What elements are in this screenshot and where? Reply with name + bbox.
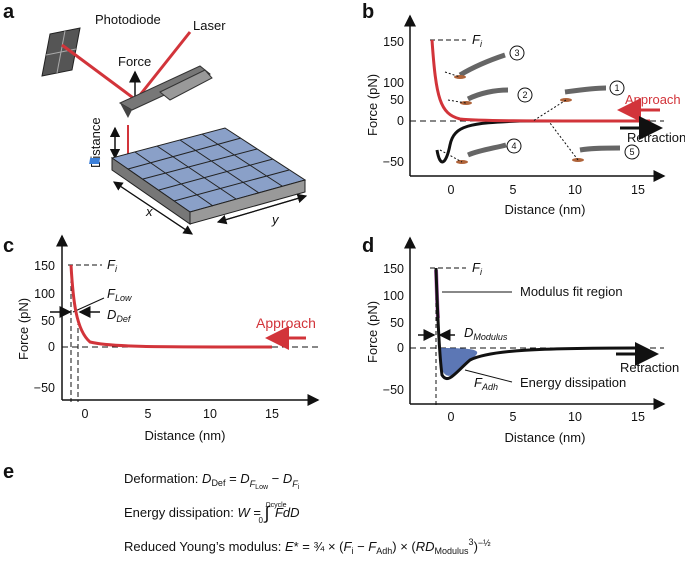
sample-grid xyxy=(89,127,307,225)
laser-beam-in xyxy=(134,31,192,101)
d-fi-label: Fi xyxy=(472,260,483,277)
c-xlabel: Distance (nm) xyxy=(145,428,226,443)
d-ytick: 50 xyxy=(390,316,404,330)
c-ytick-labels: 150 100 50 0 −50 xyxy=(34,259,55,395)
d-ytick: 150 xyxy=(383,262,404,276)
y-arrow-back xyxy=(216,195,307,225)
b-ytick-labels: 150 100 50 0 −50 xyxy=(383,35,404,169)
c-ytick: 50 xyxy=(41,314,55,328)
deformation-equation: Deformation: DDef = DFLow − DFi xyxy=(124,471,300,491)
d-dissipation-area xyxy=(436,300,478,376)
d-modulus-label: Modulus fit region xyxy=(520,284,623,299)
c-approach-label: Approach xyxy=(256,315,316,331)
b-retraction-curve xyxy=(435,119,650,164)
b-ytick: −50 xyxy=(383,155,404,169)
c-ddef-label: DDef xyxy=(107,307,132,324)
c-ytick: −50 xyxy=(34,381,55,395)
b-marker: 1 xyxy=(614,83,619,93)
d-ytick-labels: 150 100 50 0 −50 xyxy=(383,262,404,397)
c-fi-label: Fi xyxy=(107,257,118,274)
panel-d: d 150 100 50 0 −50 0 5 10 15 Force (pN) … xyxy=(362,235,679,445)
panel-c-letter: c xyxy=(3,235,14,257)
d-xtick-labels: 0 5 10 15 xyxy=(448,410,645,424)
c-flow-label: FLow xyxy=(107,286,132,303)
c-ytick: 0 xyxy=(48,340,55,354)
b-xtick-labels: 0 5 10 15 xyxy=(448,183,645,197)
c-approach-curve xyxy=(69,264,273,349)
c-xtick: 0 xyxy=(82,407,89,421)
panel-b: b 150 100 50 0 −50 0 5 10 15 Force (pN) … xyxy=(362,1,685,217)
panel-d-letter: d xyxy=(362,235,374,257)
c-xtick: 10 xyxy=(203,407,217,421)
c-ylabel: Force (pN) xyxy=(16,298,31,360)
d-energy-label: Energy dissipation xyxy=(520,375,626,390)
c-ytick: 100 xyxy=(34,287,55,301)
b-leaders xyxy=(439,71,579,163)
modulus-equation: Reduced Young’s modulus: E* = ¾ × (Fi − … xyxy=(124,537,491,556)
d-fadh-label: FAdh xyxy=(474,375,498,392)
b-marker: 5 xyxy=(629,147,634,157)
panel-a-letter: a xyxy=(3,1,15,23)
b-ytick: 0 xyxy=(397,114,404,128)
x-arrow-back xyxy=(113,181,193,235)
d-xtick: 0 xyxy=(448,410,455,424)
d-ytick: 100 xyxy=(383,289,404,303)
b-xtick: 5 xyxy=(510,183,517,197)
c-ytick: 150 xyxy=(34,259,55,273)
d-xtick: 15 xyxy=(631,410,645,424)
d-ytick: −50 xyxy=(383,383,404,397)
b-retraction-label: Retraction xyxy=(627,130,685,145)
y-axis-label: y xyxy=(271,212,280,227)
d-xlabel: Distance (nm) xyxy=(505,430,586,445)
laser-beam-reflected xyxy=(61,43,137,102)
c-flow-leader xyxy=(72,297,105,313)
b-ylabel: Force (pN) xyxy=(365,74,380,136)
photodiode-label: Photodiode xyxy=(95,12,161,27)
b-xlabel: Distance (nm) xyxy=(505,202,586,217)
c-xtick: 5 xyxy=(145,407,152,421)
b-approach-label: Approach xyxy=(625,92,681,107)
b-xtick: 0 xyxy=(448,183,455,197)
b-marker: 4 xyxy=(511,141,516,151)
b-xtick: 10 xyxy=(568,183,582,197)
panel-e-letter: e xyxy=(3,461,14,483)
panel-e: e Deformation: DDef = DFLow − DFi Energy… xyxy=(3,461,491,556)
panel-c: c 150 100 50 0 −50 0 5 10 15 Force (pN) … xyxy=(3,234,320,443)
b-ytick: 50 xyxy=(390,93,404,107)
b-marker: 2 xyxy=(522,90,527,100)
c-xtick-labels: 0 5 10 15 xyxy=(82,407,279,421)
b-ytick: 100 xyxy=(383,76,404,90)
laser-label: Laser xyxy=(193,18,226,33)
b-cantilever-sketches xyxy=(454,52,621,164)
d-xtick: 10 xyxy=(568,410,582,424)
d-energy-leader xyxy=(464,369,513,383)
d-retraction-label: Retraction xyxy=(620,360,679,375)
b-fi-label: Fi xyxy=(472,32,483,49)
c-xtick: 15 xyxy=(265,407,279,421)
b-marker: 3 xyxy=(514,48,519,58)
b-step-markers: 1 2 3 4 5 xyxy=(506,45,640,160)
panel-b-letter: b xyxy=(362,1,374,23)
panel-a: a Photodiode Laser Force Distance xyxy=(3,1,308,235)
d-ylabel: Force (pN) xyxy=(365,301,380,363)
cantilever-icon xyxy=(118,65,213,118)
d-dmod-label: DModulus xyxy=(464,325,508,342)
x-axis-label: x xyxy=(145,204,153,219)
force-label: Force xyxy=(118,54,151,69)
b-xtick: 15 xyxy=(631,183,645,197)
b-approach-curve xyxy=(430,39,651,123)
d-xtick: 5 xyxy=(510,410,517,424)
d-ytick: 0 xyxy=(397,341,404,355)
b-ytick: 150 xyxy=(383,35,404,49)
distance-label: Distance xyxy=(88,117,103,168)
photodiode-icon xyxy=(41,27,81,77)
